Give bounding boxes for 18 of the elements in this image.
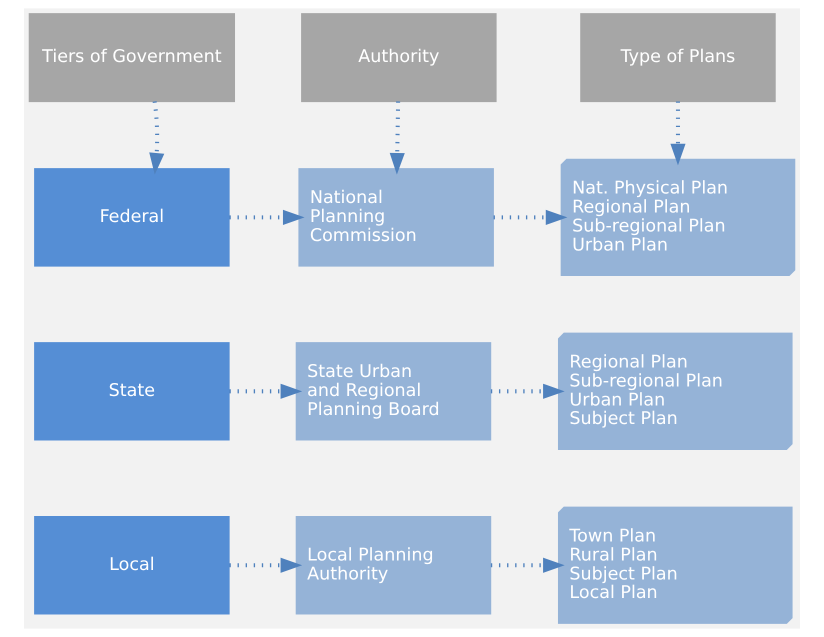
node-box: Federal — [34, 168, 230, 267]
arrow — [229, 558, 302, 573]
arrow — [229, 210, 305, 225]
node-box: Authority — [301, 13, 497, 102]
arrow — [149, 101, 164, 175]
arrow — [490, 384, 565, 399]
arrow — [390, 101, 405, 175]
node-box: Local Planning Authority — [296, 516, 492, 614]
node-box: Local — [34, 516, 230, 614]
arrow — [494, 210, 568, 225]
node-box: National Planning Commission — [298, 168, 494, 267]
arrow — [490, 558, 565, 573]
node-box: State — [34, 342, 230, 441]
node-box: Type of Plans — [580, 13, 776, 102]
arrow — [229, 384, 302, 399]
node-box: State Urban and Regional Planning Board — [296, 342, 492, 441]
arrow — [670, 101, 686, 166]
node-box: Tiers of Government — [28, 13, 236, 102]
